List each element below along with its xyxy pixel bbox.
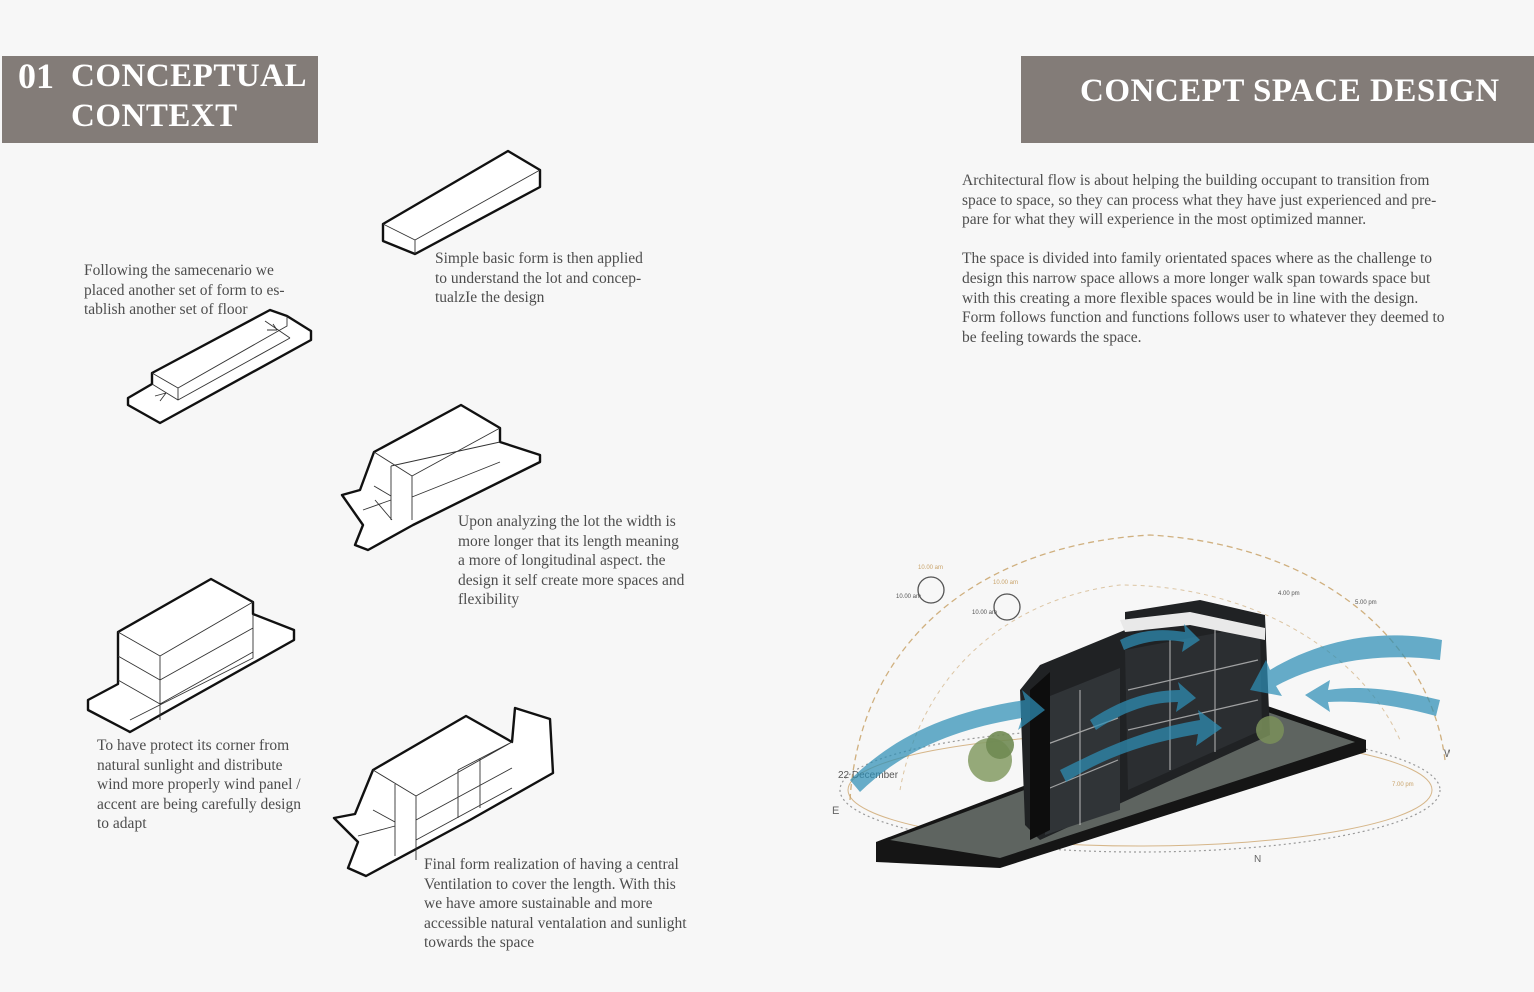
wind-arrow [1090,682,1196,730]
paragraph-architectural-flow: Architectural flow is about helping the … [962,172,1437,229]
sun-marker-icon [993,593,1021,621]
wind-arrow [1120,624,1200,652]
time-label: 10.00 am [918,565,943,571]
time-label: 10.00 am [972,610,997,616]
wind-arrow [1305,680,1440,716]
concept-title: CONCEPT SPACE DESIGN [1080,73,1500,109]
form-diagram-analyzing [340,403,542,552]
section-title-line2: CONTEXT [71,98,238,134]
caption-analyzing: Upon analyzing the lot the width is more… [458,513,685,609]
time-label: 7.00 pm [1392,782,1414,788]
wind-arrow [850,690,1045,792]
wind-arrow [1250,635,1442,696]
time-label: 10.00 am [896,594,921,600]
form-diagram-protect-corner [86,577,296,734]
form-diagram-simple [381,149,542,256]
ground-orbit [839,727,1441,853]
compass-east: E [832,805,839,817]
time-label: 5.00 pm [1355,600,1377,606]
caption-protect-corner: To have protect its corner from natural … [97,737,301,833]
section-number: 01 [18,56,54,96]
caption-final-form: Final form realization of having a centr… [424,856,687,952]
wind-arrow [1060,710,1222,782]
concept-description: Architectural flow is about helping the … [962,171,1482,347]
form-diagram-second-floor [126,308,313,425]
section-banner: 01 CONCEPTUAL CONTEXT [2,56,318,143]
compass-north: N [1254,854,1261,865]
time-label: 4.00 pm [1278,591,1300,597]
caption-another-set: Following the samecenario we placed anot… [84,262,285,319]
sun-path-arc [849,534,1446,801]
section-title-line1: CONCEPTUAL [71,58,308,94]
sun-path-arc-inner [899,584,1401,791]
form-diagram-final [332,706,555,878]
time-label: 10.00 am [993,580,1018,586]
paragraph-space-division: The space is divided into family orienta… [962,250,1445,346]
caption-simple-form: Simple basic form is then applied to und… [435,250,643,307]
sun-marker-icon [917,576,945,604]
building-sunpath-wind-render: 10.00 am 10.00 am 10.00 am 10.00 am 4.00… [832,534,1450,868]
compass-west: W [1444,748,1450,760]
concept-banner: CONCEPT SPACE DESIGN [1021,56,1534,143]
